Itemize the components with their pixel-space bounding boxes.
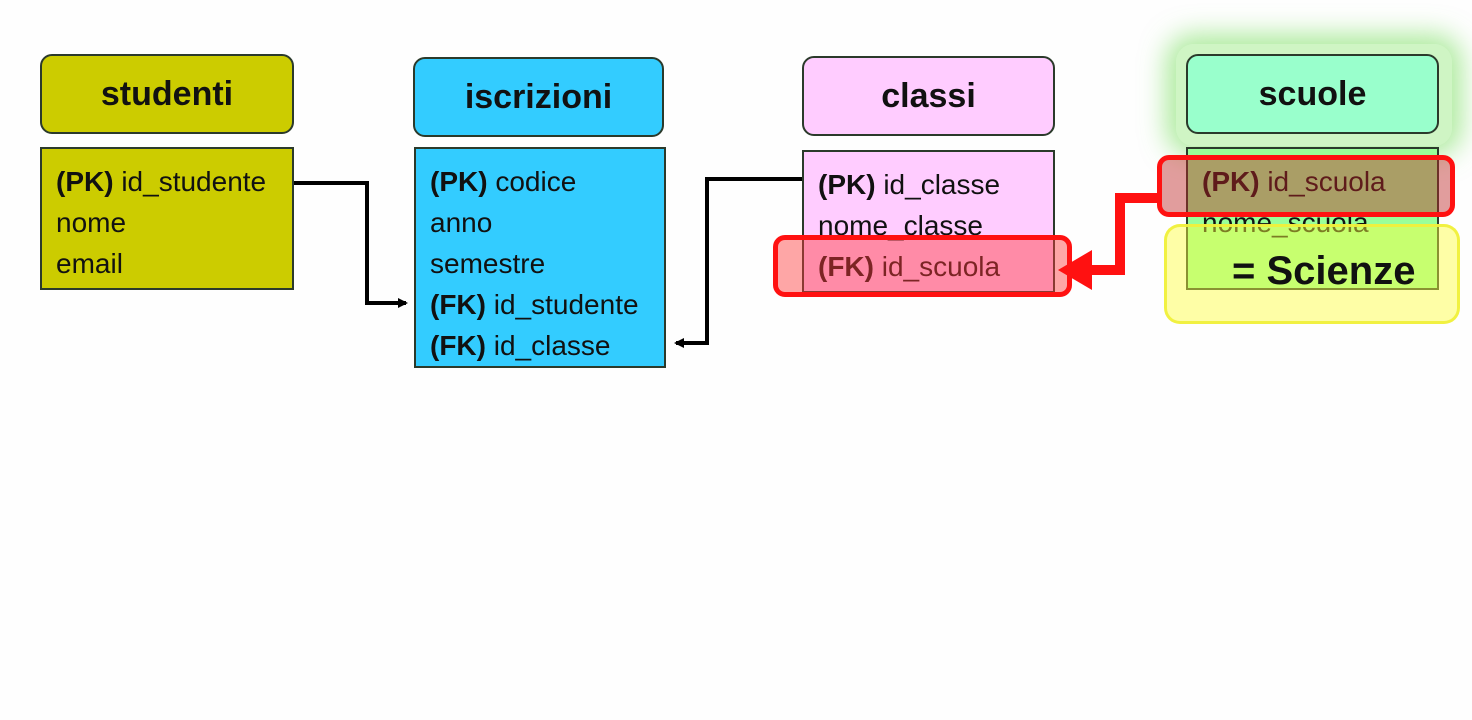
table-body-studenti: (PK) id_studente nome email <box>40 147 294 290</box>
field-row: nome <box>56 202 292 243</box>
link-classi-iscrizioni <box>674 177 802 348</box>
field-name: id_studente <box>121 166 267 197</box>
key-badge: (PK) <box>56 166 114 197</box>
table-header-classi: classi <box>802 56 1055 136</box>
field-row: (PK) id_classe <box>818 164 1053 205</box>
field-name: id_classe <box>493 330 611 361</box>
table-title-classi: classi <box>881 76 976 115</box>
link-studenti-iscrizioni <box>294 181 408 308</box>
field-name: id_classe <box>883 169 1001 200</box>
red-arrow-head <box>1058 250 1092 290</box>
field-name: id_scuola <box>1267 166 1386 197</box>
field-row: (PK) id_studente <box>56 161 292 202</box>
key-badge: (PK) <box>1202 166 1260 197</box>
field-name: email <box>56 248 123 279</box>
field-name: semestre <box>430 248 546 279</box>
field-row: (FK) id_studente <box>430 284 664 325</box>
link-scuole-classi <box>1090 193 1162 275</box>
field-name: anno <box>430 207 493 238</box>
field-row: (PK) id_scuola <box>1202 161 1437 202</box>
field-row: email <box>56 243 292 284</box>
table-header-scuole: scuole <box>1186 54 1439 134</box>
fk-highlight-red <box>773 235 1072 297</box>
field-row: (FK) id_scuola <box>818 246 1053 287</box>
table-body-scuole: (PK) id_scuola nome_scuola <box>1186 147 1439 290</box>
table-title-studenti: studenti <box>100 74 234 113</box>
field-row: (PK) codice <box>430 161 664 202</box>
field-name: id_studente <box>493 289 639 320</box>
field-name: codice <box>495 166 577 197</box>
table-title-iscrizioni: iscrizioni <box>464 77 613 116</box>
key-badge: (PK) <box>430 166 488 197</box>
field-row: anno <box>430 202 664 243</box>
table-body-iscrizioni: (PK) codice anno semestre (FK) id_studen… <box>414 147 666 368</box>
table-header-studenti: studenti <box>40 54 294 134</box>
key-badge: (FK) <box>818 251 874 282</box>
field-row: (FK) id_classe <box>430 325 664 366</box>
key-badge: (PK) <box>818 169 876 200</box>
table-title-scuole: scuole <box>1258 74 1367 113</box>
field-row: semestre <box>430 243 664 284</box>
table-header-iscrizioni: iscrizioni <box>413 57 664 137</box>
filter-value-text: = Scienze <box>1232 249 1416 293</box>
table-body-classi: (PK) id_classe nome_classe (FK) id_scuol… <box>802 150 1055 293</box>
field-name: id_scuola <box>881 251 1001 282</box>
filter-highlight-yellow <box>1164 224 1460 324</box>
pk-highlight-red <box>1157 155 1455 217</box>
key-badge: (FK) <box>430 330 486 361</box>
field-name: nome <box>56 207 127 238</box>
key-badge: (FK) <box>430 289 486 320</box>
